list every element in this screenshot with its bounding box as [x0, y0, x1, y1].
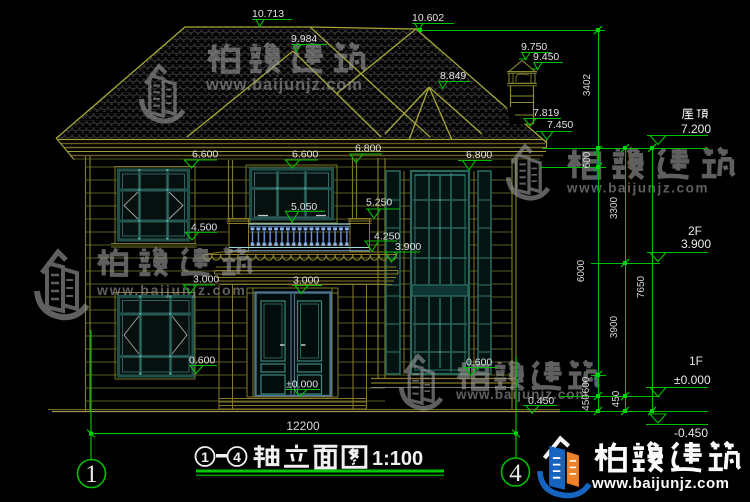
svg-text:1: 1 — [85, 461, 98, 488]
svg-text:8.849: 8.849 — [440, 70, 466, 82]
svg-text:450: 450 — [611, 390, 622, 407]
svg-text:1: 1 — [201, 449, 209, 465]
svg-text:10.602: 10.602 — [412, 12, 444, 24]
svg-text:2F: 2F — [688, 224, 702, 238]
svg-text:4: 4 — [509, 460, 522, 487]
svg-text:www.baijunjz.com: www.baijunjz.com — [566, 181, 709, 196]
svg-text:1F: 1F — [689, 354, 703, 368]
svg-text:www.baijunjz.com: www.baijunjz.com — [591, 475, 729, 492]
svg-text:0.450: 0.450 — [528, 395, 554, 407]
svg-text:6.800: 6.800 — [355, 143, 381, 155]
svg-text:±0.000: ±0.000 — [674, 373, 711, 387]
svg-text:3.000: 3.000 — [193, 274, 219, 286]
svg-text:3.900: 3.900 — [395, 241, 421, 253]
svg-text:6000: 6000 — [576, 259, 587, 282]
svg-text:9.984: 9.984 — [291, 33, 317, 45]
svg-text:0.600: 0.600 — [189, 355, 215, 367]
svg-text:3300: 3300 — [609, 196, 620, 219]
svg-text:www.baijunjz.com: www.baijunjz.com — [455, 387, 589, 402]
svg-text:6.600: 6.600 — [192, 149, 218, 161]
svg-text:4: 4 — [233, 449, 241, 465]
svg-text:12200: 12200 — [286, 419, 320, 433]
svg-text:±0.000: ±0.000 — [286, 379, 318, 391]
svg-text:3402: 3402 — [582, 73, 593, 96]
svg-text:0.600: 0.600 — [466, 357, 492, 369]
svg-text:www.baijunjz.com: www.baijunjz.com — [96, 282, 247, 298]
svg-text:4.250: 4.250 — [374, 231, 400, 243]
svg-text:10.713: 10.713 — [252, 8, 284, 20]
svg-text:9.750: 9.750 — [521, 41, 547, 53]
svg-text:5.050: 5.050 — [291, 201, 317, 213]
svg-text:5.250: 5.250 — [366, 197, 392, 209]
svg-text:600: 600 — [582, 151, 593, 168]
svg-text:3900: 3900 — [609, 315, 620, 338]
svg-text:7.200: 7.200 — [681, 122, 711, 136]
svg-text:4.500: 4.500 — [191, 222, 217, 234]
svg-text:600: 600 — [581, 376, 592, 393]
svg-text:7.450: 7.450 — [547, 119, 573, 131]
svg-text:1:100: 1:100 — [372, 448, 423, 470]
svg-text:6.800: 6.800 — [466, 149, 492, 161]
svg-text:3.900: 3.900 — [681, 237, 711, 251]
svg-text:-0.450: -0.450 — [674, 426, 708, 440]
svg-text:7.819: 7.819 — [533, 107, 559, 119]
svg-text:450: 450 — [581, 394, 592, 411]
svg-text:6.600: 6.600 — [292, 149, 318, 161]
svg-text:7650: 7650 — [636, 275, 647, 298]
svg-text:www.baijunjz.com: www.baijunjz.com — [205, 76, 363, 94]
svg-text:3.000: 3.000 — [293, 275, 319, 287]
svg-text:9.450: 9.450 — [533, 51, 559, 63]
